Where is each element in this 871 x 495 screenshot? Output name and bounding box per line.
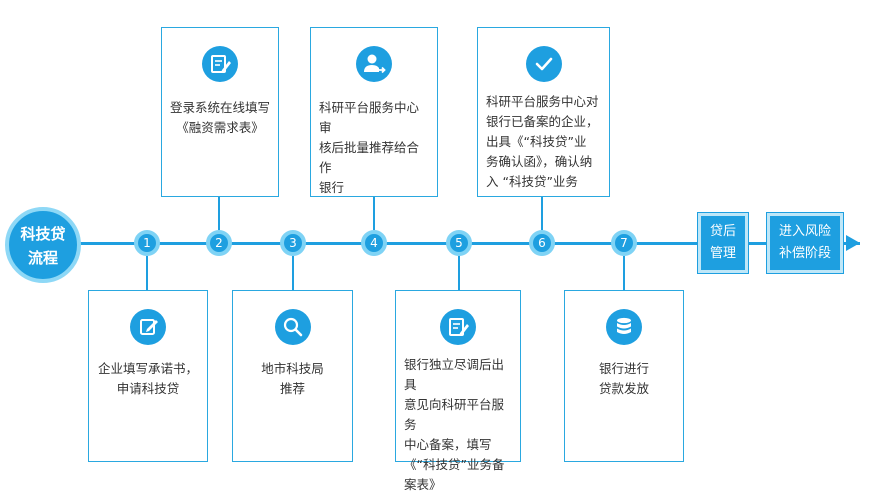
step-card-6-text: 科研平台服务中心对 银行已备案的企业， 出具《“科技贷”业 务确认函》，确认纳 … (486, 94, 599, 189)
step-marker-3: 3 (280, 230, 306, 256)
step-marker-1: 1 (134, 230, 160, 256)
connector-step-3 (292, 256, 294, 290)
connector-step-1 (146, 256, 148, 290)
edit-square-icon (130, 309, 166, 345)
connector-step-6 (541, 196, 543, 230)
step-marker-6: 6 (529, 230, 555, 256)
connector-step-2 (218, 196, 220, 230)
connector-step-5 (458, 256, 460, 290)
start-label-line1: 科技贷 (20, 225, 66, 243)
document-edit-icon (440, 309, 476, 345)
post-loan-box: 贷后 管理 (697, 212, 749, 274)
step-card-4-text: 科研平台服务中心审 核后批量推荐给合作 银行 (319, 100, 420, 195)
step-marker-4: 4 (361, 230, 387, 256)
step-marker-5: 5 (446, 230, 472, 256)
step-card-2-text: 登录系统在线填写 《融资需求表》 (170, 100, 271, 135)
connector-step-7 (623, 256, 625, 290)
document-edit-icon (202, 46, 238, 82)
risk-compensation-box: 进入风险 补偿阶段 (766, 212, 844, 274)
step-card-7-text: 银行进行 贷款发放 (598, 361, 649, 396)
step-card-3-text: 地市科技局 推荐 (261, 361, 324, 396)
step-marker-7: 7 (611, 230, 637, 256)
check-icon (525, 46, 562, 82)
start-label-line2: 流程 (27, 249, 58, 267)
user-forward-icon (356, 46, 392, 82)
connector-step-4 (373, 196, 375, 230)
step-marker-2: 2 (206, 230, 232, 256)
step-card-5-text: 银行独立尽调后出具 意见向科研平台服务 中心备案，填写 《“科技贷”业务备 案表… (404, 357, 505, 492)
step-card-6: 科研平台服务中心对 银行已备案的企业， 出具《“科技贷”业 务确认函》，确认纳 … (477, 27, 610, 197)
timeline-arrow-icon (846, 235, 860, 251)
step-card-3: 地市科技局 推荐 (232, 290, 353, 462)
start-node: 科技贷 流程 (5, 207, 81, 283)
search-icon (274, 309, 311, 345)
database-icon (606, 309, 642, 345)
step-card-4: 科研平台服务中心审 核后批量推荐给合作 银行 (310, 27, 438, 197)
step-card-1-text: 企业填写承诺书， 申请科技贷 (97, 361, 198, 396)
step-card-1: 企业填写承诺书， 申请科技贷 (88, 290, 208, 462)
step-card-2: 登录系统在线填写 《融资需求表》 (161, 27, 279, 197)
step-card-7: 银行进行 贷款发放 (564, 290, 684, 462)
step-card-5: 银行独立尽调后出具 意见向科研平台服务 中心备案，填写 《“科技贷”业务备 案表… (395, 290, 521, 492)
